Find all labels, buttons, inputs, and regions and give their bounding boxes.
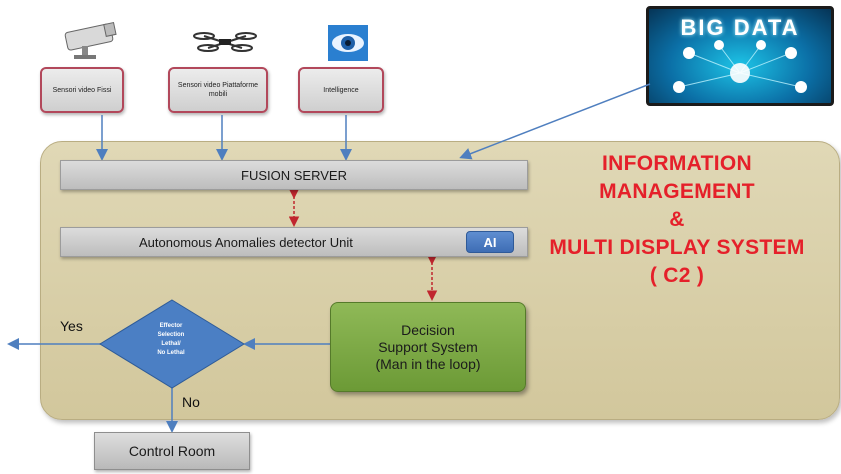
info-title-line4: MULTI DISPLAY SYSTEM: [549, 236, 805, 259]
ai-badge: AI: [466, 231, 514, 253]
effector-line3: Lethal/: [161, 341, 181, 347]
decision-line2: Support System: [378, 338, 478, 355]
yes-label: Yes: [60, 318, 83, 334]
decision-line3: (Man in the loop): [375, 355, 481, 372]
info-title-line1: INFORMATION: [602, 152, 752, 175]
effector-selection-text: Effector Selection Lethal/ No Lethal: [128, 322, 214, 358]
intelligence-box: Intelligence: [298, 67, 384, 113]
fusion-server-label: FUSION SERVER: [241, 167, 347, 183]
network-people-icon: [673, 40, 807, 93]
ai-badge-label: AI: [483, 234, 497, 250]
info-title-line5: ( C2 ): [649, 264, 705, 287]
decision-support-box: Decision Support System (Man in the loop…: [330, 302, 526, 392]
sensor-mobile-video-box: Sensori video Piattaforme mobili: [168, 67, 268, 113]
anomaly-detector-bar: Autonomous Anomalies detector Unit: [60, 227, 528, 257]
effector-line1: Effector: [159, 323, 183, 329]
eye-icon: [328, 25, 368, 61]
anomaly-detector-label: Autonomous Anomalies detector Unit: [139, 234, 353, 250]
big-data-image: BIG DATA: [646, 6, 834, 106]
info-management-title: INFORMATION MANAGEMENT & MULTI DISPLAY S…: [520, 150, 834, 290]
decision-line1: Decision: [401, 321, 455, 338]
sensor-fixed-video-box: Sensori video Fissi: [40, 67, 124, 113]
info-title-line3: &: [669, 208, 685, 231]
drone-icon: [193, 32, 257, 52]
info-title-line2: MANAGEMENT: [599, 180, 755, 203]
no-label: No: [182, 394, 200, 410]
sensor-fixed-video-label: Sensori video Fissi: [52, 86, 112, 94]
control-room-label: Control Room: [128, 443, 216, 459]
sensor-mobile-video-label: Sensori video Piattaforme mobili: [177, 82, 259, 98]
big-data-label: BIG DATA: [680, 15, 800, 40]
control-room-box: Control Room: [94, 432, 250, 470]
fusion-server-bar: FUSION SERVER: [60, 160, 528, 190]
effector-line4: No Lethal: [157, 350, 185, 356]
effector-decision-diamond: [99, 299, 245, 389]
camera-icon: [64, 22, 117, 59]
intelligence-label: Intelligence: [323, 86, 359, 94]
effector-line2: Selection: [157, 332, 185, 338]
